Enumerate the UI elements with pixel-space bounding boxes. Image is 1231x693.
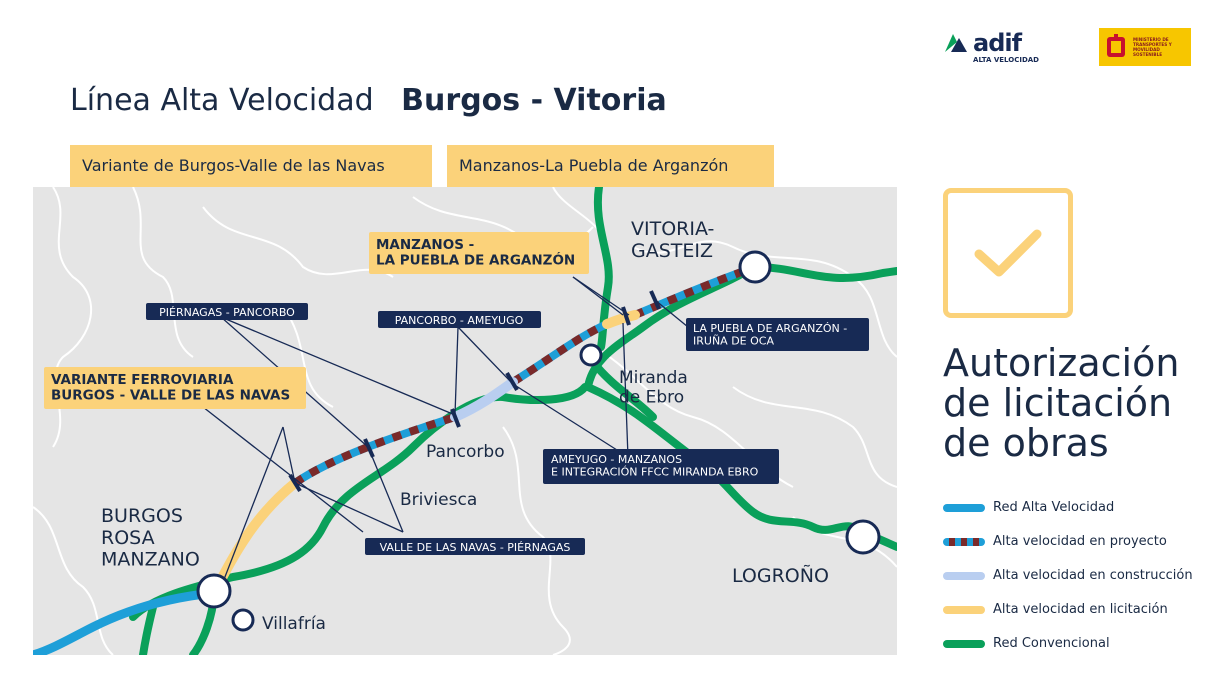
station-miranda [579, 343, 603, 367]
legend-swatch-tender [943, 606, 985, 614]
status-title: Autorización de licitación de obras [943, 341, 1180, 465]
legend-label: Alta velocidad en proyecto [993, 534, 1167, 549]
station-villafria [231, 608, 255, 632]
ministry-logo: MINISTERIO DE TRANSPORTES Y MOVILIDAD SO… [1099, 28, 1191, 66]
manzanos-tender-segment [602, 310, 640, 329]
highlight-manzanos: MANZANOS -LA PUEBLA DE ARGANZÓN [376, 237, 575, 269]
legend-swatch-construction [943, 572, 985, 580]
city-label-villafria: Villafría [262, 614, 326, 634]
city-label-vitoria: VITORIA-GASTEIZ [631, 218, 714, 262]
station-burgos [196, 573, 232, 609]
station-logrono [845, 519, 881, 555]
highlight-labels: MANZANOS -LA PUEBLA DE ARGANZÓN VARIANTE… [44, 232, 589, 409]
adif-mark-icon [945, 33, 968, 52]
tab-manzanos-puebla: Manzanos-La Puebla de Arganzón [447, 145, 774, 187]
adif-logo: adif ALTA VELOCIDAD [943, 31, 1039, 64]
status-checkbox [943, 188, 1073, 318]
adif-wordmark: adif [973, 28, 1022, 57]
city-label-briviesca: Briviesca [400, 490, 477, 510]
title-route: Burgos - Vitoria [401, 83, 667, 118]
city-label-pancorbo: Pancorbo [426, 442, 505, 462]
checkmark-icon [974, 229, 1042, 277]
section-label-piernagas-pancorbo: PIÉRNAGAS - PANCORBO [159, 306, 295, 319]
section-label-pancorbo-ameyugo: PANCORBO - AMEYUGO [395, 314, 524, 327]
legend-swatch-high-speed [943, 504, 985, 512]
logo-bar: adif ALTA VELOCIDAD MINISTERIO DE TRANSP… [943, 28, 1191, 66]
adif-subtitle: ALTA VELOCIDAD [973, 55, 1039, 64]
section-label-valle-piernagas: VALLE DE LAS NAVAS - PIÉRNAGAS [380, 541, 571, 554]
page-title: Línea Alta Velocidad Burgos - Vitoria [70, 83, 667, 118]
legend-label: Alta velocidad en licitación [993, 602, 1168, 617]
stations [196, 250, 881, 632]
section-labels: PIÉRNAGAS - PANCORBO PANCORBO - AMEYUGO … [146, 303, 869, 555]
coat-of-arms-icon [1107, 34, 1125, 57]
legend-label: Red Convencional [993, 636, 1110, 651]
leader-lines [202, 276, 689, 583]
legend-swatch-project [943, 538, 985, 546]
legend-label: Alta velocidad en construcción [993, 568, 1193, 583]
city-label-logrono: LOGROÑO [732, 564, 829, 587]
title-line-name: Línea Alta Velocidad [70, 83, 374, 118]
legend-label: Red Alta Velocidad [993, 500, 1115, 515]
ministry-name: MINISTERIO DE TRANSPORTES Y MOVILIDAD SO… [1133, 37, 1172, 57]
station-vitoria [738, 250, 772, 284]
section-label-puebla-iruna: LA PUEBLA DE ARGANZÓN -IRUÑA DE OCA [693, 322, 847, 348]
construction-segment [450, 377, 518, 422]
high-speed-network [33, 588, 219, 655]
tab-variante-burgos: Variante de Burgos-Valle de las Navas [70, 145, 432, 187]
legend-swatch-conventional [943, 640, 985, 648]
